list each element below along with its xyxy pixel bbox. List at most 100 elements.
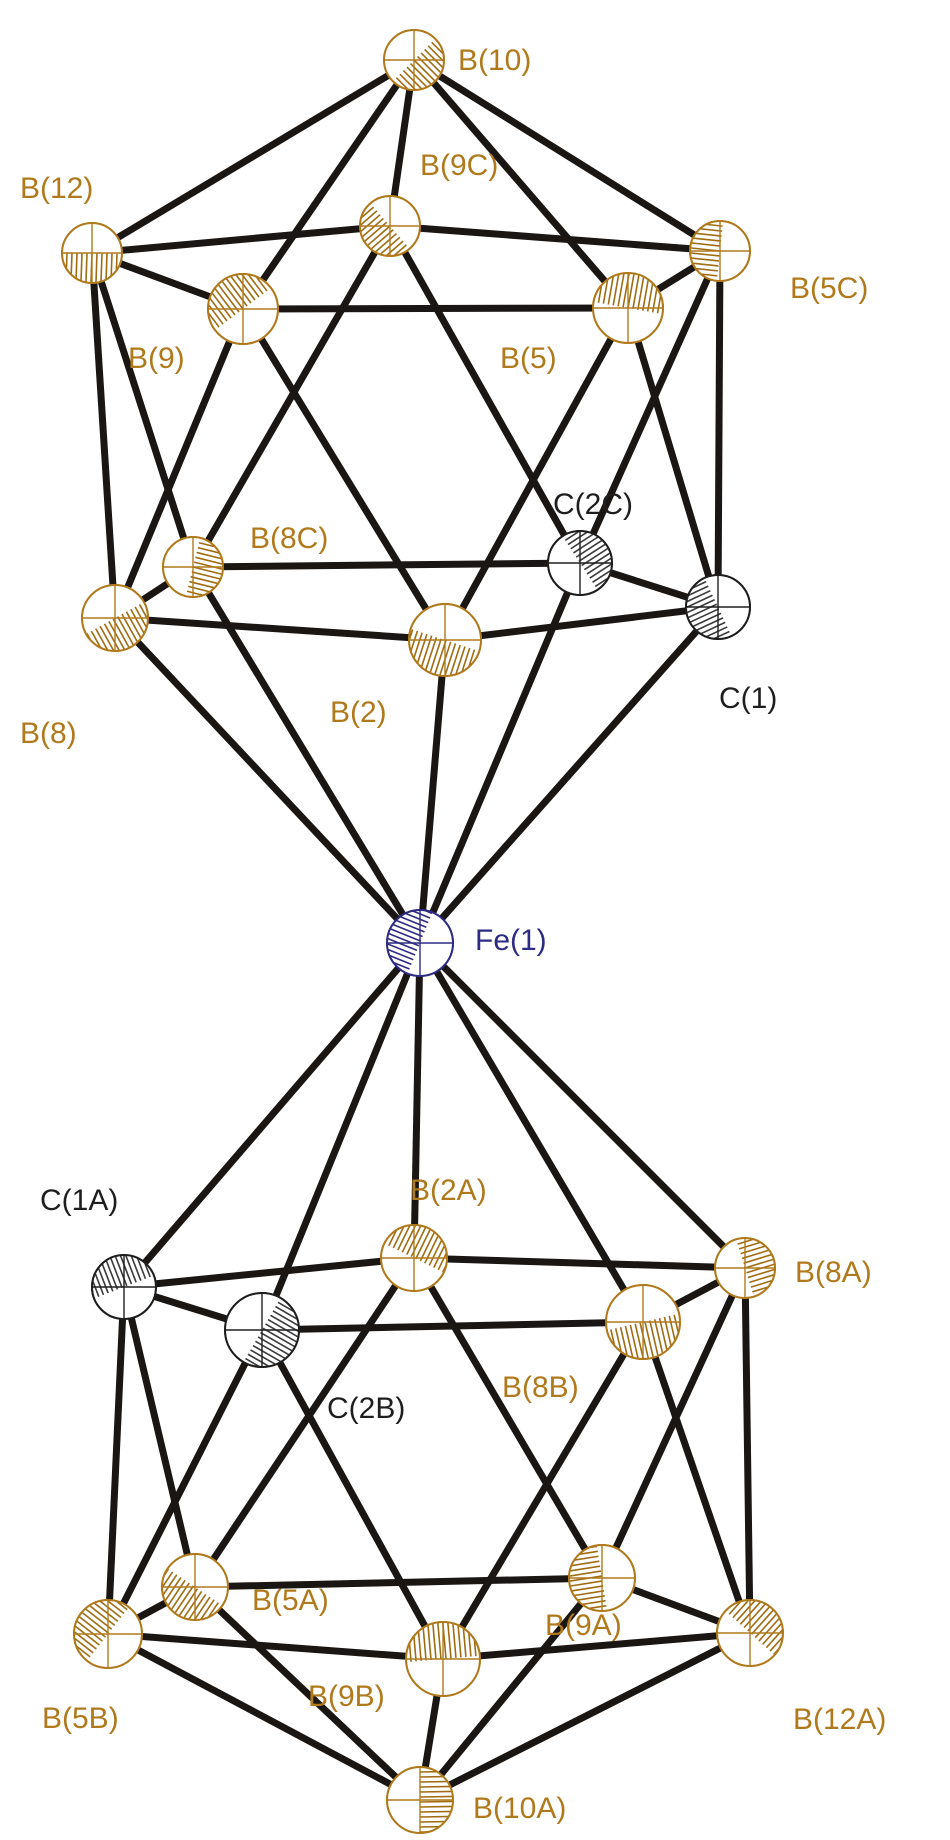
bond-b5c-c2c bbox=[576, 247, 724, 567]
bond-b5a-b9a bbox=[191, 1574, 606, 1591]
bond-c1a-b5b bbox=[104, 1283, 128, 1638]
atom-b12a bbox=[716, 1599, 784, 1667]
labels-layer: B(10) B(12) B(9C) B(5C) B(9) B(5) C(2C) B(8C) B(… bbox=[20, 44, 886, 1825]
atom-label-b8a: B(8A) bbox=[795, 1256, 872, 1289]
bond-fe1-c1 bbox=[416, 603, 722, 947]
atom-label-b12a: B(12A) bbox=[793, 1703, 886, 1736]
bond-b9c-c2c bbox=[386, 222, 584, 567]
bond-b8b-b12a bbox=[639, 1318, 754, 1637]
bond-c1a-b2a bbox=[120, 1254, 418, 1291]
atom-fe1 bbox=[386, 909, 454, 977]
bond-fe1-b2a bbox=[410, 939, 424, 1262]
bonds-layer bbox=[88, 56, 754, 1804]
bond-fe1-b8b bbox=[416, 939, 647, 1326]
atom-label-b8b: B(8B) bbox=[502, 1371, 579, 1404]
atom-label-b2: B(2) bbox=[330, 696, 387, 729]
bond-b2a-b8a bbox=[410, 1254, 749, 1272]
bond-c2b-b9b bbox=[258, 1326, 447, 1663]
atom-b9c bbox=[359, 195, 421, 257]
bond-b5b-b9b bbox=[104, 1630, 447, 1663]
bond-b5-b2 bbox=[441, 304, 632, 644]
bond-b10a-b9a bbox=[416, 1574, 606, 1804]
bond-b2a-b5a bbox=[191, 1254, 418, 1591]
atom-label-b5a: B(5A) bbox=[252, 1584, 329, 1617]
atom-label-b8: B(8) bbox=[20, 717, 77, 750]
atom-b9b bbox=[405, 1621, 481, 1697]
atom-c2b bbox=[224, 1292, 300, 1368]
atom-b8a bbox=[714, 1237, 776, 1299]
atom-b10a bbox=[386, 1766, 454, 1834]
atoms-layer bbox=[61, 29, 784, 1834]
atom-b9a bbox=[568, 1544, 636, 1612]
atom-c2c bbox=[547, 530, 613, 596]
bond-b9-b8 bbox=[111, 305, 247, 622]
bond-b9b-b12a bbox=[439, 1629, 754, 1663]
atom-b8b bbox=[605, 1284, 681, 1360]
bond-b5c-c1 bbox=[714, 247, 724, 611]
bond-b8b-b9b bbox=[439, 1318, 647, 1663]
atom-b8c bbox=[162, 536, 224, 598]
atom-label-b9c: B(9C) bbox=[420, 149, 498, 182]
bond-b5-c1 bbox=[624, 304, 722, 611]
atom-b5 bbox=[592, 272, 664, 344]
atom-label-b12: B(12) bbox=[20, 172, 93, 205]
atom-b2 bbox=[408, 603, 482, 677]
atom-label-b9: B(9) bbox=[128, 342, 185, 375]
bond-b12-b9c bbox=[88, 222, 394, 257]
bond-b8a-b12a bbox=[741, 1264, 754, 1637]
atom-label-c1a: C(1A) bbox=[40, 1184, 118, 1217]
atom-b9 bbox=[207, 273, 279, 345]
atom-label-c1: C(1) bbox=[719, 682, 777, 715]
bond-b10-b5 bbox=[410, 56, 632, 312]
bond-b9c-b5c bbox=[386, 222, 724, 255]
octant-shading bbox=[593, 273, 663, 315]
bond-b2-c1 bbox=[441, 603, 722, 644]
bond-b10a-b5b bbox=[104, 1630, 424, 1804]
octant-shading bbox=[409, 629, 480, 676]
bond-b10a-b5a bbox=[191, 1583, 424, 1804]
bond-b10-b12 bbox=[88, 56, 418, 257]
atom-b12 bbox=[61, 222, 123, 284]
atom-label-b2a: B(2A) bbox=[410, 1174, 487, 1207]
bond-fe1-c2c bbox=[416, 559, 584, 947]
bond-b10a-b12a bbox=[416, 1629, 754, 1804]
bond-fe1-b8 bbox=[111, 614, 424, 947]
bond-b10-b9 bbox=[239, 56, 418, 313]
bond-b12-b8c bbox=[88, 249, 197, 571]
bond-b9-b5 bbox=[239, 304, 632, 313]
atom-b5b bbox=[73, 1599, 143, 1669]
bond-b8a-b9a bbox=[598, 1264, 749, 1582]
bond-b10-b5c bbox=[410, 56, 724, 255]
bond-fe1-c1a bbox=[120, 939, 424, 1291]
atom-b8 bbox=[81, 584, 149, 652]
bond-b8-b2 bbox=[111, 614, 449, 644]
bond-c2b-b5b bbox=[104, 1326, 266, 1638]
octant-shading bbox=[208, 274, 272, 331]
atom-label-b10a: B(10A) bbox=[473, 1792, 566, 1825]
atom-label-b5c: B(5C) bbox=[790, 272, 868, 305]
bond-b8c-c2c bbox=[189, 559, 584, 571]
atom-c1 bbox=[685, 574, 751, 640]
atom-label-b5b: B(5B) bbox=[42, 1702, 119, 1735]
octant-shading bbox=[406, 1622, 477, 1663]
atom-label-b9a: B(9A) bbox=[545, 1609, 622, 1642]
bond-fe1-b8a bbox=[416, 939, 749, 1272]
bond-fe1-c2b bbox=[258, 939, 424, 1334]
bond-b9-b2 bbox=[239, 305, 449, 644]
octant-shading bbox=[419, 1767, 453, 1833]
atom-b5a bbox=[161, 1553, 229, 1621]
bond-c1a-b5a bbox=[120, 1283, 199, 1591]
octant-shading bbox=[610, 1313, 680, 1359]
atom-label-b5: B(5) bbox=[500, 342, 557, 375]
atom-label-c2c: C(2C) bbox=[553, 488, 633, 521]
atom-b2a bbox=[380, 1224, 448, 1292]
atom-label-b8c: B(8C) bbox=[250, 522, 328, 555]
bond-b9c-b8c bbox=[189, 222, 394, 571]
atom-label-fe1: Fe(1) bbox=[475, 924, 547, 957]
atom-label-c2b: C(2B) bbox=[327, 1392, 405, 1425]
bond-fe1-b2 bbox=[416, 636, 449, 947]
bond-b2a-b9a bbox=[410, 1254, 606, 1582]
atom-label-b10: B(10) bbox=[458, 44, 531, 77]
